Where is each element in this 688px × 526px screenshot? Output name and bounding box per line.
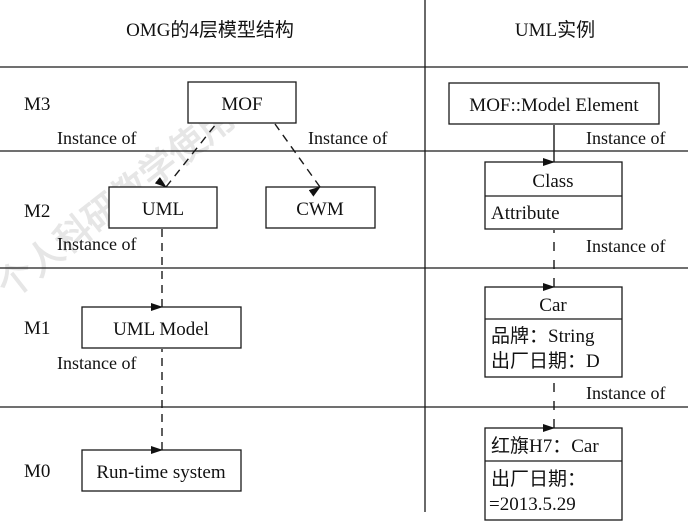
uml-model-box: UML Model (81, 306, 242, 349)
left-column-header: OMG的4层模型结构 (126, 19, 294, 41)
runtime-system-box-label: Run-time system (96, 462, 226, 483)
relation-label-class-model-element: Instance of (586, 128, 665, 148)
level-label-m2: M2 (24, 201, 50, 222)
level-label-m0: M0 (24, 461, 50, 482)
mof-box: MOF (187, 81, 297, 124)
model-element-box-label: MOF::Model Element (469, 95, 639, 116)
car-attribute-date: 出厂日期：D (491, 350, 600, 372)
relation-label-uml-mof: Instance of (57, 128, 136, 148)
class-box-attribute: Attribute (491, 203, 560, 224)
hongqi-instance-name: 红旗H7：Car (491, 435, 599, 457)
relation-label-instance-car: Instance of (586, 383, 665, 403)
class-box-name: Class (532, 171, 573, 192)
cwm-box: CWM (265, 186, 376, 229)
mof-box-label: MOF (221, 94, 262, 115)
cwm-box-label: CWM (296, 199, 344, 220)
right-column-header: UML实例 (515, 19, 595, 41)
class-box: Class Attribute (484, 161, 623, 230)
hongqi-instance-box: 红旗H7：Car 出厂日期： =2013.5.29 (484, 427, 623, 521)
relation-label-umlmodel-uml: Instance of (57, 234, 136, 254)
hongqi-instance-attr-value: =2013.5.29 (489, 494, 576, 515)
relation-label-car-class: Instance of (586, 236, 665, 256)
relation-label-runtime-umlmodel: Instance of (57, 353, 136, 373)
car-attribute-brand: 品牌：String (491, 325, 595, 347)
car-class-name: Car (539, 295, 567, 316)
hongqi-instance-attr-label: 出厂日期： (491, 468, 586, 490)
level-label-m1: M1 (24, 318, 50, 339)
level-label-m3: M3 (24, 94, 50, 115)
relation-label-cwm-mof: Instance of (308, 128, 387, 148)
runtime-system-box: Run-time system (81, 449, 242, 492)
car-class-box: Car 品牌：String 出厂日期：D (484, 286, 623, 378)
uml-box-label: UML (142, 199, 184, 220)
uml-model-box-label: UML Model (113, 319, 209, 340)
model-element-box: MOF::Model Element (448, 82, 660, 125)
uml-box: UML (108, 186, 218, 229)
